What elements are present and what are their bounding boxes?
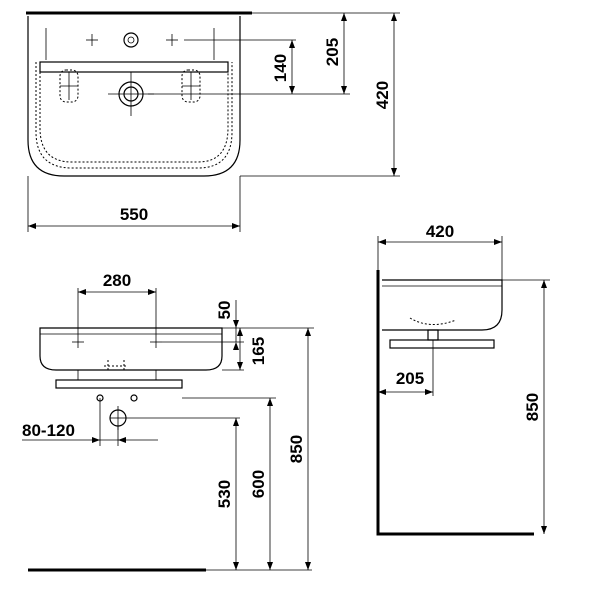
side-bracket [389,339,495,349]
top-bowl-inner [39,64,229,163]
fixing-slot-left [59,69,79,103]
front-waste-outlet [104,360,128,370]
dim-280 [77,288,157,336]
front-bracket [55,379,183,389]
front-bolt-right [130,394,138,402]
dim-165 [237,328,243,370]
dim-205 [341,13,347,94]
front-view: 280 50 165 80-120 [22,271,314,572]
dim-850-side-label: 850 [523,393,542,421]
dim-80-120 [22,398,158,446]
side-wall-floor [376,270,534,536]
dim-530 [233,418,239,570]
side-waste-pipe [427,329,439,341]
dim-420-side [377,236,503,280]
top-bowl-edge [35,62,233,169]
top-view: 140 205 420 550 [26,11,400,232]
dim-280-label: 280 [103,271,131,290]
dim-80-120-label: 80-120 [22,421,75,440]
dim-850-side [541,280,547,534]
dim-205-label: 205 [323,38,342,66]
side-basin-profile [382,279,503,331]
dim-140 [289,40,295,94]
dim-205-side-label: 205 [396,369,424,388]
dim-420-side-label: 420 [426,222,454,241]
dim-50 [233,300,239,350]
top-basin-outline [27,16,241,177]
front-hole-right [150,336,162,348]
dim-550-label: 550 [120,205,148,224]
fixing-slot-right [181,69,201,103]
top-deck [39,61,229,73]
dim-420-depth [391,13,397,176]
dim-205-side [378,340,434,396]
dim-140-label: 140 [271,54,290,82]
front-hole-left [72,336,84,348]
dim-600 [267,398,273,570]
side-view: 420 205 850 [376,222,550,536]
front-basin-body [39,327,223,371]
tap-hole-center [123,32,139,48]
dim-530-label: 530 [215,480,234,508]
dim-850-front-label: 850 [287,435,306,463]
tap-hole-left-marker [86,34,98,46]
dim-165-label: 165 [249,337,268,365]
drain-hole [108,72,154,116]
tap-hole-right-marker [166,34,178,46]
dim-600-label: 600 [249,470,268,498]
dim-550 [27,176,241,232]
dim-420-depth-label: 420 [373,81,392,109]
dim-850-front [305,328,311,570]
dim-50-label: 50 [215,301,234,320]
side-basin-bowl [409,317,457,325]
